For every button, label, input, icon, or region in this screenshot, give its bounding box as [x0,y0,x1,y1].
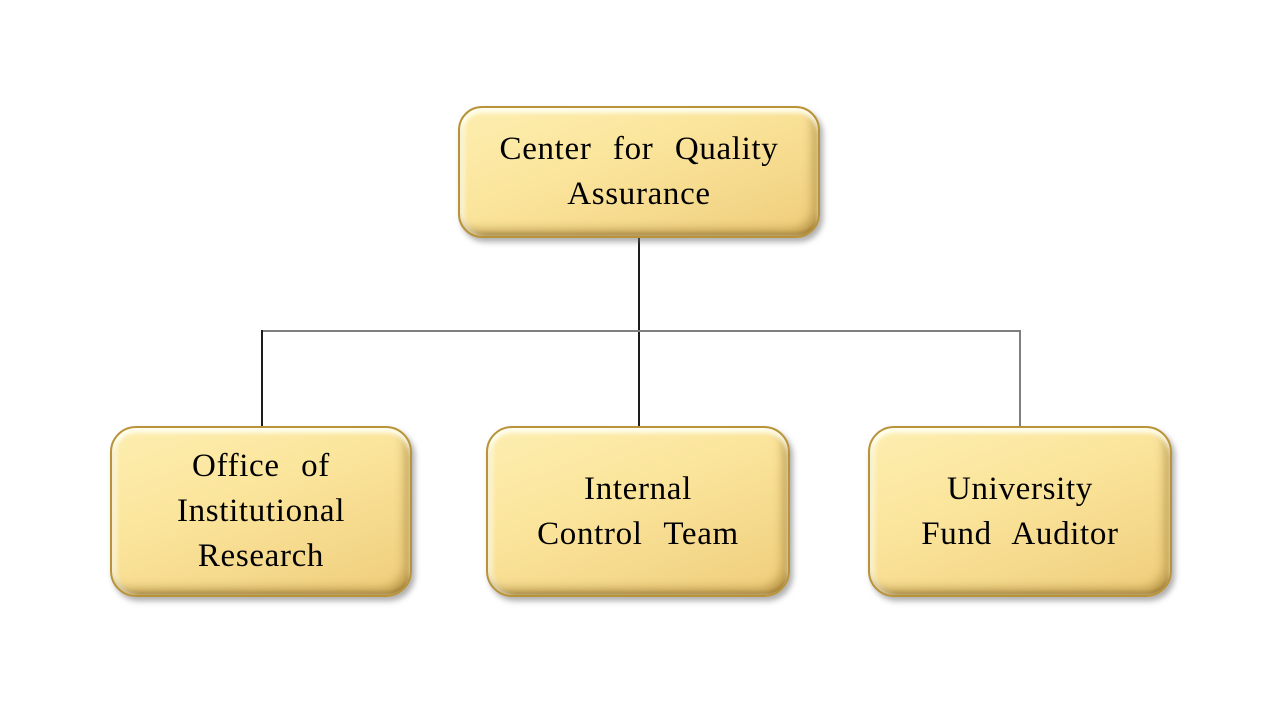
connector-drop-middle [638,332,640,426]
connector-horizontal-rail [261,330,1020,333]
org-node-label: Office of Institutional Research [176,448,346,574]
connector-drop-left [261,330,263,426]
org-node-office-of-institutional-research: Office of Institutional Research [110,426,412,597]
org-node-university-fund-auditor: University Fund Auditor [868,426,1172,597]
connector-stem-root [638,238,640,332]
org-node-internal-control-team: Internal Control Team [486,426,790,597]
org-node-label: Internal Control Team [537,470,739,552]
org-node-label: Center for Quality Assurance [499,131,779,212]
org-node-label: University Fund Auditor [921,470,1119,552]
connector-drop-right [1018,330,1021,426]
org-node-center-for-quality-assurance: Center for Quality Assurance [458,106,820,238]
